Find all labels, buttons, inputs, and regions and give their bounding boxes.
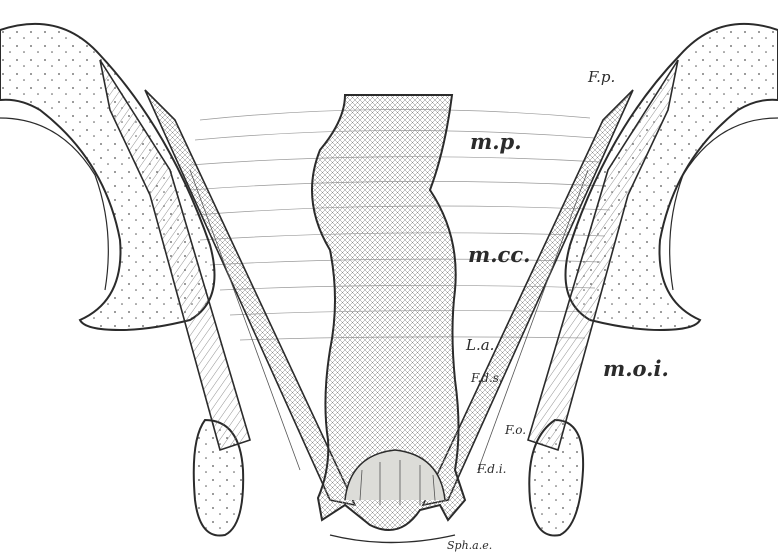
label-fascia-d-s: F.d.s. — [471, 372, 503, 384]
label-musculus-p: m.p. — [470, 131, 522, 152]
label-musculus-cc: m.cc. — [468, 244, 530, 265]
label-fascia-o: F.o. — [505, 424, 526, 436]
label-fascia-d-i: F.d.i. — [477, 463, 506, 475]
label-musculus-o-i: m.o.i. — [603, 358, 669, 379]
label-fascia-pelvis: F.p. — [588, 70, 615, 85]
rectum — [312, 95, 465, 543]
label-sphincter-ani-externus: Sph.a.e. — [447, 540, 492, 551]
label-ligamentum-a: L.a. — [466, 338, 494, 353]
